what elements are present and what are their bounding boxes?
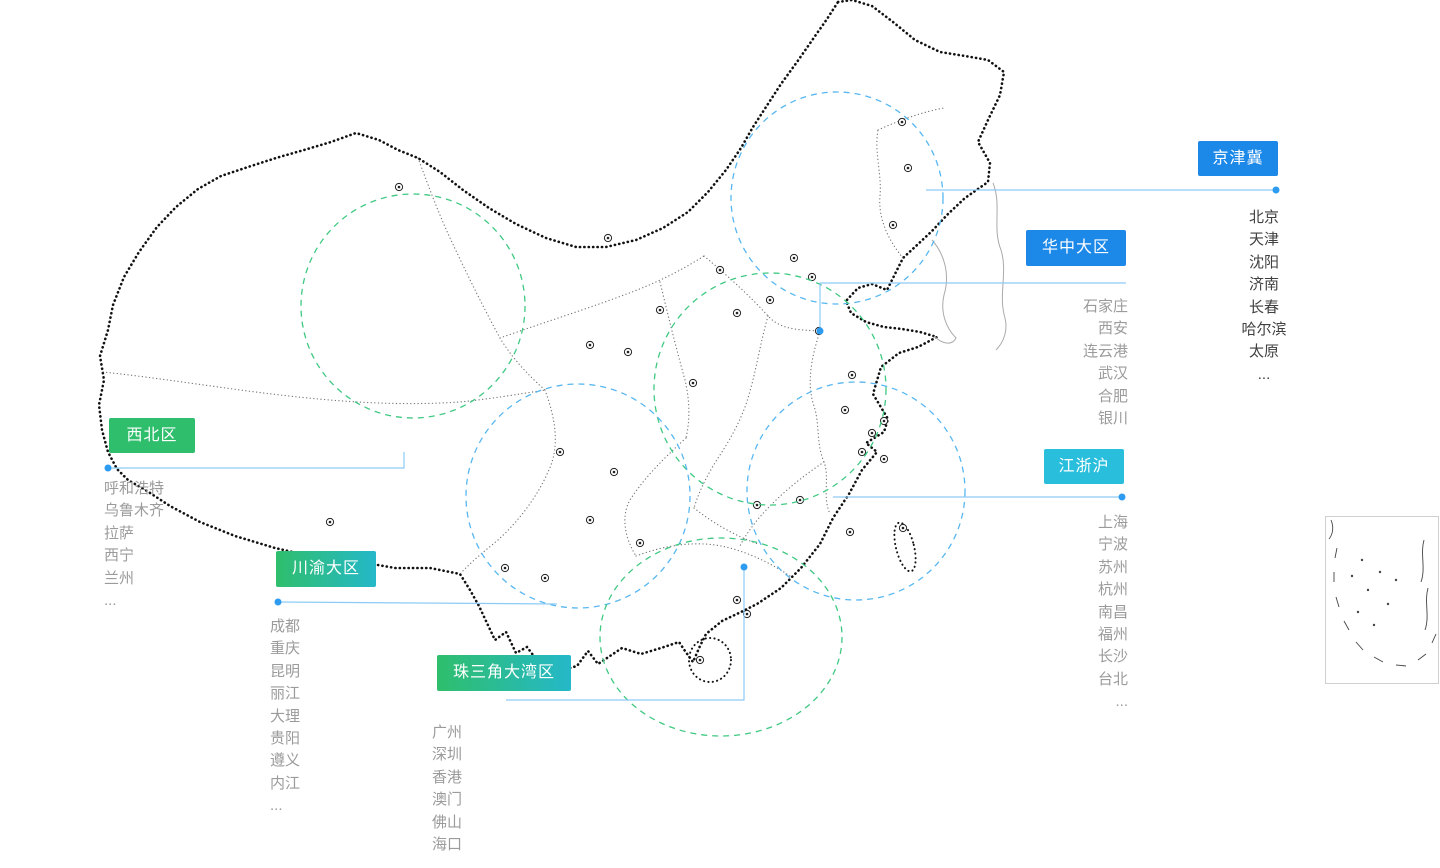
city-item: 天津 bbox=[1248, 231, 1279, 249]
callout-line-huazhong bbox=[819, 282, 1126, 329]
city-item: 贵阳 bbox=[270, 730, 301, 748]
city-item: 呼和浩特 bbox=[104, 480, 165, 497]
city-item: 杭州 bbox=[1097, 581, 1128, 599]
china-outline bbox=[97, 0, 1006, 683]
callout-dot-huazhong bbox=[816, 327, 824, 335]
region-circle-jingjinji bbox=[730, 91, 944, 305]
city-item: 武汉 bbox=[1097, 365, 1128, 383]
callout-dot-jiangzhehu bbox=[1118, 493, 1126, 501]
city-item: ... bbox=[1257, 365, 1271, 383]
city-item: 重庆 bbox=[270, 640, 301, 658]
city-item: 太原 bbox=[1248, 343, 1279, 361]
region-label-jiangzhehu[interactable]: 江浙沪 bbox=[1044, 449, 1124, 484]
region-cities-jingjinji: 北京天津沈阳济南长春哈尔滨太原... bbox=[1204, 207, 1324, 386]
city-item: ... bbox=[1115, 693, 1128, 711]
city-item: 昆明 bbox=[270, 662, 301, 680]
callout-dot-chuanyu bbox=[274, 598, 282, 606]
region-cities-xibei: 呼和浩特乌鲁木齐拉萨西宁兰州... bbox=[104, 478, 234, 612]
city-item: ... bbox=[104, 592, 117, 610]
city-item: 南昌 bbox=[1097, 603, 1128, 621]
province-borders bbox=[102, 107, 945, 577]
region-cities-huazhong: 石家庄西安连云港武汉合肥银川 bbox=[1028, 296, 1128, 430]
region-cities-chuanyu: 成都重庆昆明丽江大理贵阳遵义内江... bbox=[270, 616, 390, 818]
city-item: 连云港 bbox=[1082, 342, 1128, 360]
region-cities-zhusanjiao: 广州深圳香港澳门佛山海口... bbox=[432, 722, 572, 868]
callout-line-xibei bbox=[108, 452, 405, 469]
city-item: 台北 bbox=[1097, 670, 1128, 688]
callout-dot-xibei bbox=[104, 464, 112, 472]
region-label-xibei[interactable]: 西北区 bbox=[109, 418, 195, 453]
region-cities-jiangzhehu: 上海宁波苏州杭州南昌福州长沙台北... bbox=[1028, 512, 1128, 714]
city-item: 石家庄 bbox=[1082, 298, 1128, 315]
city-item: 上海 bbox=[1097, 514, 1128, 531]
city-item: ... bbox=[270, 797, 283, 815]
region-label-chuanyu[interactable]: 川渝大区 bbox=[276, 551, 376, 587]
city-item: 西安 bbox=[1097, 320, 1128, 338]
callout-line-zhusanjiao bbox=[506, 567, 745, 701]
city-item: 哈尔滨 bbox=[1241, 321, 1287, 339]
city-item: 丽江 bbox=[270, 685, 301, 703]
city-item: 兰州 bbox=[104, 569, 135, 587]
city-item: 宁波 bbox=[1097, 536, 1128, 554]
city-markers bbox=[325, 117, 913, 665]
region-label-zhusanjiao[interactable]: 珠三角大湾区 bbox=[437, 655, 571, 691]
city-item: 成都 bbox=[270, 618, 301, 635]
city-item: ... bbox=[432, 858, 445, 868]
region-circle-jiangzhehu bbox=[746, 381, 966, 601]
city-item: 深圳 bbox=[432, 746, 463, 764]
callout-line-chuanyu bbox=[277, 601, 558, 605]
city-item: 广州 bbox=[432, 724, 463, 741]
city-item: 海口 bbox=[432, 836, 463, 854]
city-item: 内江 bbox=[270, 774, 301, 792]
city-item: 沈阳 bbox=[1248, 253, 1279, 271]
city-item: 佛山 bbox=[432, 813, 463, 831]
city-item: 银川 bbox=[1097, 410, 1128, 428]
region-circle-chuanyu bbox=[465, 383, 691, 609]
city-item: 苏州 bbox=[1097, 558, 1128, 576]
region-circle-zhusanjiao bbox=[599, 537, 843, 737]
region-circle-huazhong bbox=[653, 272, 887, 506]
city-item: 济南 bbox=[1248, 276, 1279, 294]
region-label-jingjinji[interactable]: 京津冀 bbox=[1198, 141, 1278, 176]
region-circle-xibei bbox=[300, 193, 526, 419]
city-item: 长沙 bbox=[1097, 648, 1128, 666]
city-item: 大理 bbox=[270, 707, 301, 725]
callout-dot-jingjinji bbox=[1272, 186, 1280, 194]
city-item: 福州 bbox=[1097, 626, 1128, 644]
city-item: 乌鲁木齐 bbox=[104, 502, 165, 520]
city-item: 香港 bbox=[432, 768, 463, 786]
city-item: 北京 bbox=[1248, 209, 1279, 226]
city-item: 长春 bbox=[1248, 298, 1279, 316]
south-china-sea-inset bbox=[1325, 516, 1439, 684]
neighbour-coastline bbox=[931, 182, 1007, 351]
city-item: 遵义 bbox=[270, 752, 301, 770]
city-item: 西宁 bbox=[104, 547, 135, 565]
callout-dot-zhusanjiao bbox=[740, 563, 748, 571]
city-item: 澳门 bbox=[432, 791, 463, 809]
city-item: 合肥 bbox=[1097, 387, 1128, 405]
region-label-huazhong[interactable]: 华中大区 bbox=[1026, 230, 1126, 266]
city-item: 拉萨 bbox=[104, 524, 135, 542]
